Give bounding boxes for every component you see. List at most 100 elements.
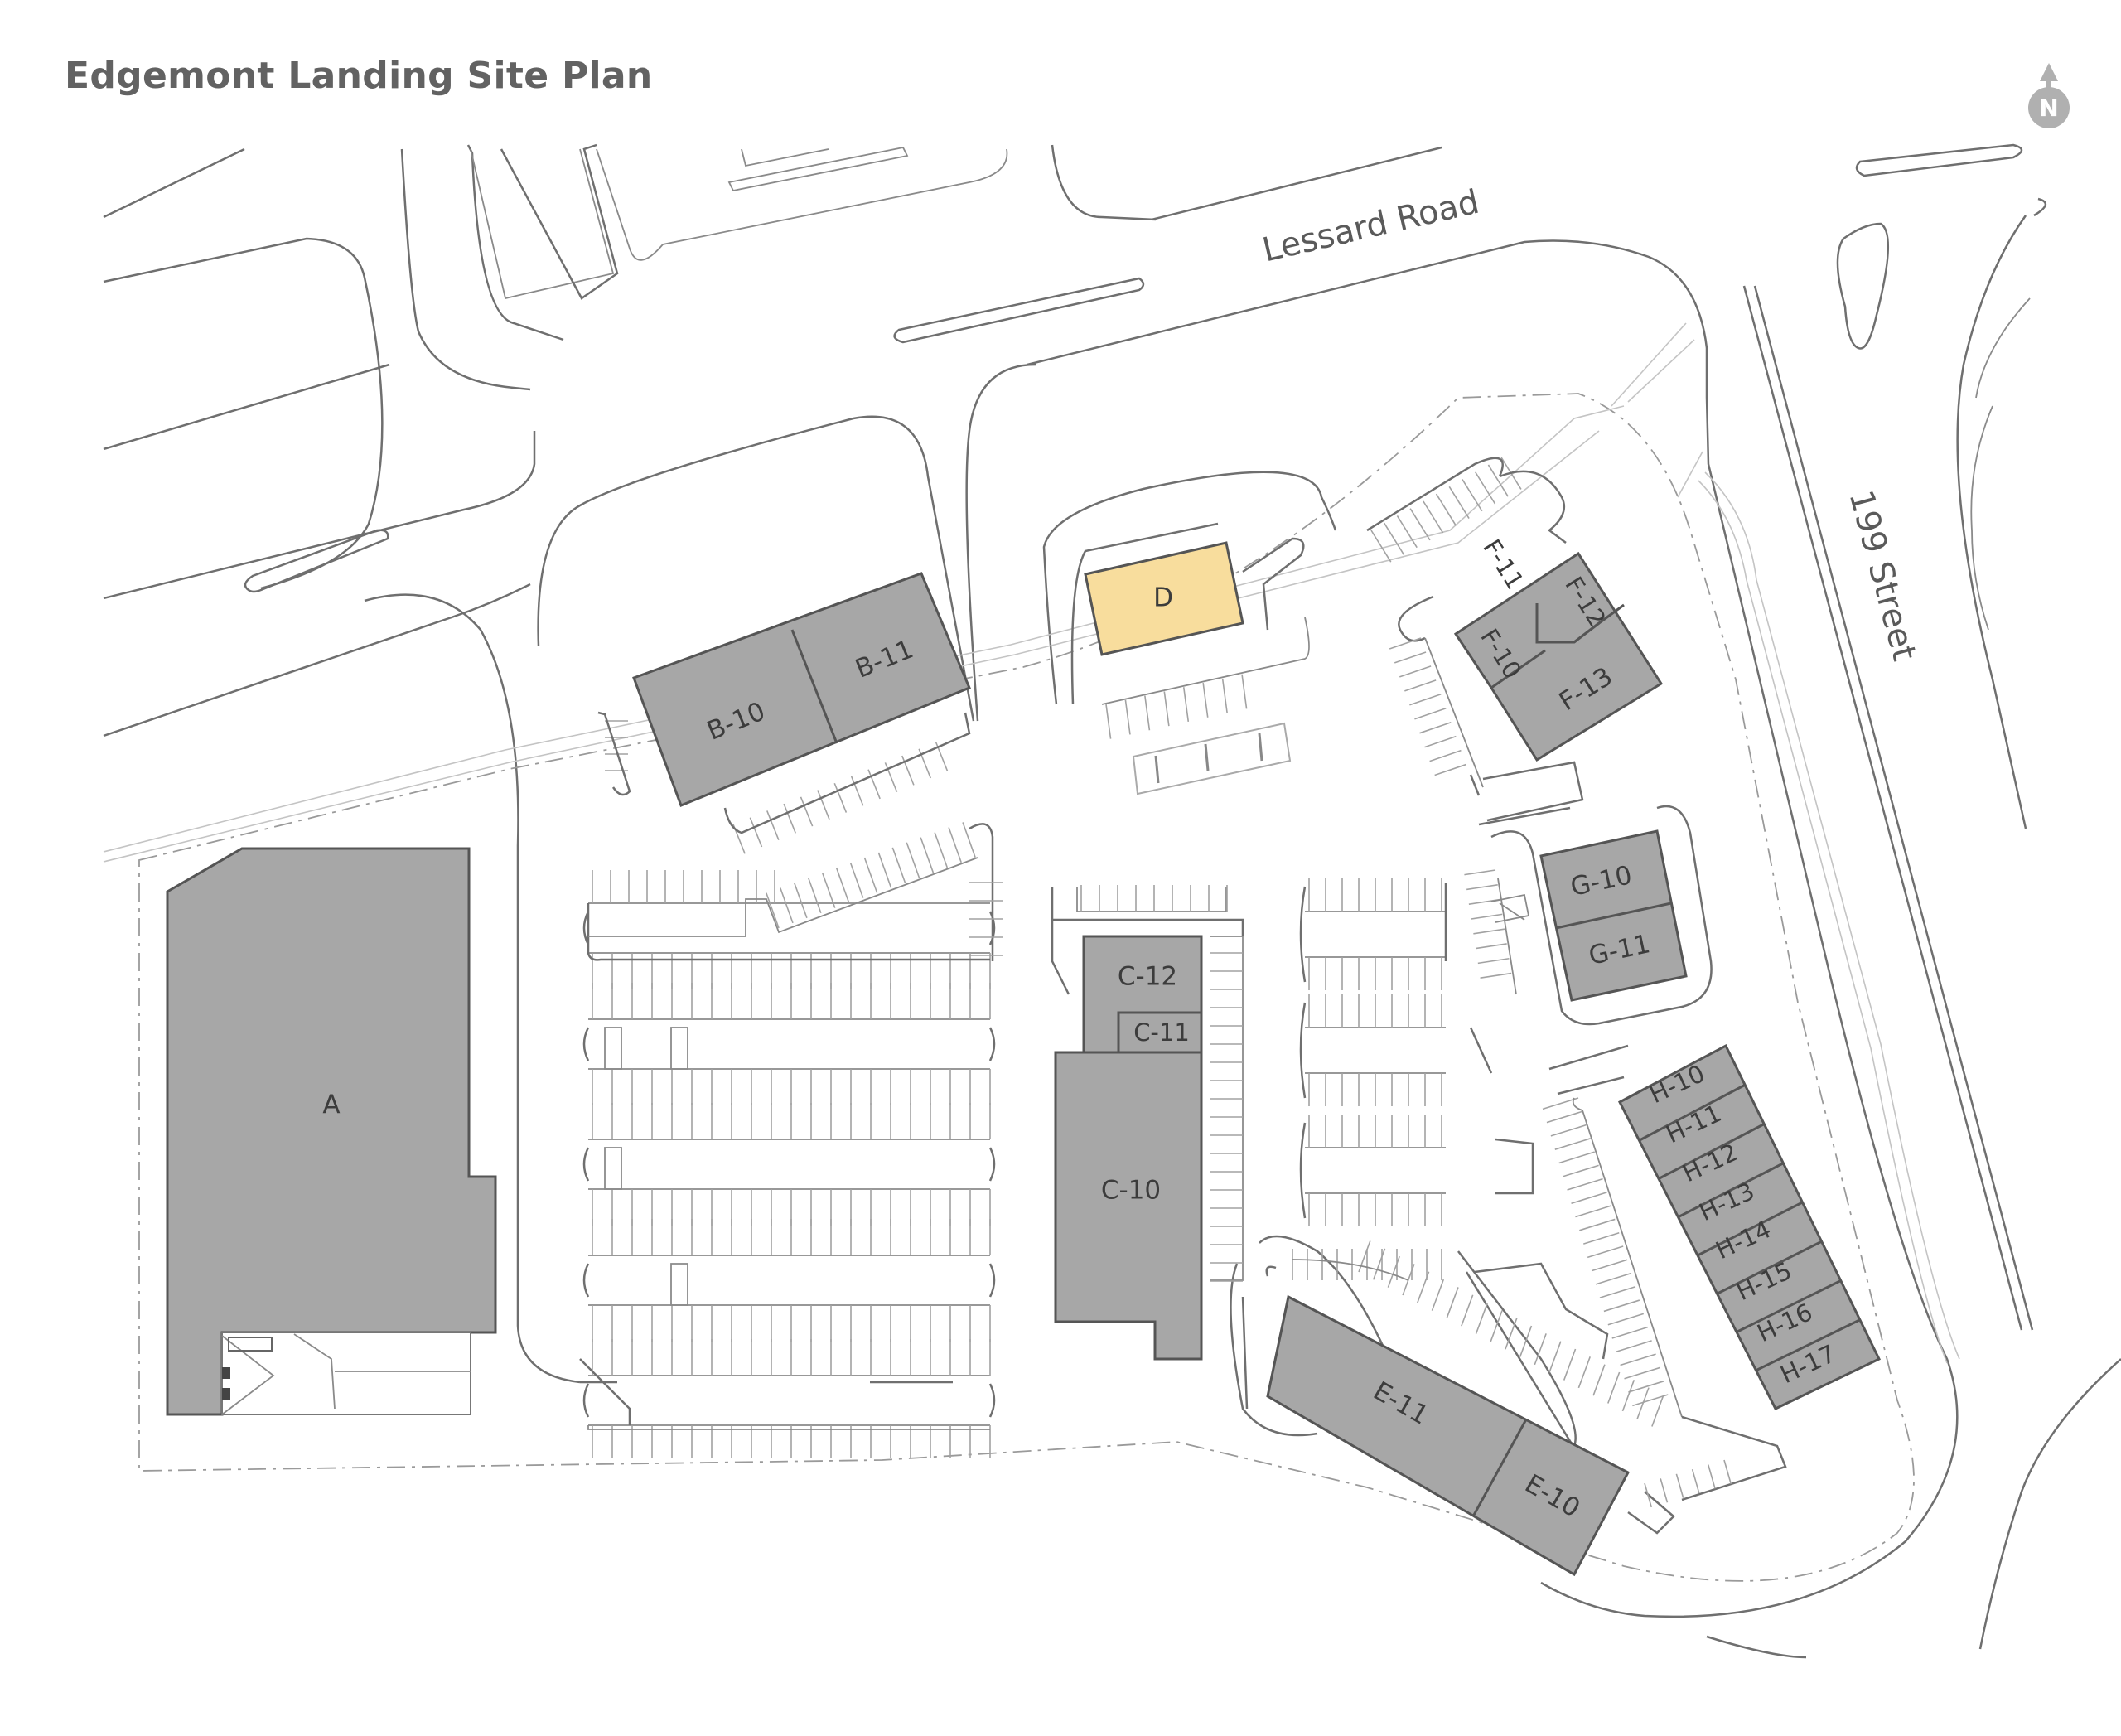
parking-stall-line — [1577, 1356, 1591, 1389]
parking-stall-line — [1423, 500, 1444, 534]
parking-stall-line — [1587, 1245, 1624, 1259]
parking-stall-line — [1409, 694, 1442, 706]
parking-stall-line — [1490, 1310, 1503, 1342]
parking-stall-line — [849, 862, 864, 898]
parking-stall-line — [821, 873, 836, 908]
building-c[interactable] — [1054, 935, 1203, 1361]
parking-stall-line — [1221, 678, 1228, 713]
parking-stall-line — [1558, 1151, 1595, 1164]
parking-stall-line — [1471, 913, 1503, 920]
parking-stall-line — [1632, 1394, 1669, 1407]
curb-line — [1076, 887, 1227, 912]
parking-stall-line — [1389, 637, 1422, 650]
parking-stall-line — [1384, 522, 1405, 555]
parking-stall-line — [920, 837, 935, 873]
parking-stall-line — [766, 810, 780, 840]
unit-label-c-12: C-12 — [1118, 962, 1177, 992]
curb-line — [1557, 1076, 1625, 1095]
parking-stall-line — [1616, 1340, 1652, 1353]
parking-stall-line — [1628, 1380, 1664, 1393]
parking-stall-line — [1675, 1473, 1684, 1498]
parking-stall-line — [1595, 1272, 1632, 1285]
parking-stall-line — [1542, 1097, 1579, 1110]
curb-line — [1292, 1259, 1409, 1281]
unit-divider — [1638, 1083, 1746, 1142]
curb-line — [1299, 1002, 1307, 1099]
curb-line — [588, 857, 978, 937]
buildings: A B-10 B-11 D C-12 C-11 C-10 E-11 E-10 — [166, 534, 1882, 1577]
plaza — [1132, 722, 1292, 795]
curb-line — [1051, 920, 1070, 995]
unit-divider — [1677, 1162, 1785, 1219]
curb-line — [588, 1139, 990, 1190]
unit-divider — [1736, 1279, 1842, 1333]
parking-stall-line — [1414, 708, 1447, 720]
building-h[interactable] — [1617, 1043, 1882, 1410]
parking-stall-line — [833, 782, 848, 813]
curb-line — [670, 1027, 688, 1070]
building-d[interactable] — [1084, 541, 1244, 656]
parking-stall-line — [1434, 763, 1466, 776]
curb-line — [1305, 1147, 1446, 1194]
parking-stall-line — [1475, 1302, 1489, 1334]
parking-stall-line — [1607, 1313, 1645, 1326]
parking-stall-line — [1579, 1218, 1616, 1231]
parking-stall-line — [1241, 674, 1248, 709]
parking-stall-line — [1464, 869, 1496, 876]
curb-line — [1490, 893, 1530, 923]
north-arrow-icon: N — [2028, 63, 2070, 128]
curb-line — [1478, 806, 1571, 826]
curb-line — [988, 1383, 996, 1418]
unit-label-c-10: C-10 — [1101, 1176, 1161, 1206]
curb-line — [588, 1018, 990, 1070]
curb-line — [1490, 805, 1713, 1026]
curb-line — [1305, 911, 1446, 958]
unit-label-a: A — [322, 1090, 340, 1120]
curb-line — [1242, 537, 1305, 631]
parking-stall-line — [901, 755, 915, 786]
parking-stall-line — [749, 817, 763, 848]
parking-stall-line — [1417, 1271, 1430, 1303]
parking-stall-line — [835, 867, 850, 903]
curb-line — [588, 1375, 990, 1426]
parking-stall-line — [1607, 1371, 1621, 1404]
curb-line — [1469, 774, 1481, 796]
parking-stall-line — [1396, 515, 1418, 549]
parking-stall-line — [850, 776, 864, 806]
parking-stall-line — [867, 769, 881, 800]
unit-label-d: D — [1153, 583, 1173, 613]
parking-stall-line — [1429, 749, 1462, 762]
unit-divider — [1755, 1318, 1861, 1372]
parking-stall-line — [766, 892, 780, 929]
building-b[interactable] — [632, 572, 971, 807]
curb-line — [1070, 522, 1219, 705]
parking-stall-line — [1591, 1259, 1628, 1272]
parking-stall-line — [1480, 972, 1512, 979]
building-f[interactable] — [1453, 551, 1664, 762]
parking-stall-line — [906, 842, 920, 878]
parking-stall-line — [1505, 1318, 1518, 1350]
curb-line — [988, 911, 996, 945]
parking-stall-line — [1144, 695, 1151, 731]
building-a[interactable] — [166, 847, 497, 1416]
parking-stall-line — [1446, 1287, 1459, 1319]
parking-stall-line — [1370, 530, 1392, 563]
parking-stall-line — [1424, 735, 1457, 748]
curb-line — [1398, 595, 1434, 642]
parking-stall-line — [1419, 721, 1452, 734]
curb-line — [1681, 1415, 1787, 1501]
building-e[interactable] — [1266, 1294, 1631, 1577]
street-label-199-street: 199 Street — [1841, 486, 1923, 665]
curb-line — [597, 711, 631, 796]
parking-stall-line — [1611, 1326, 1648, 1339]
curb-line — [1366, 457, 1504, 532]
page-title: Edgemont Landing Site Plan — [65, 55, 653, 97]
curb-line — [1572, 1097, 1683, 1418]
curb-line — [1101, 617, 1310, 705]
parking-stall-line — [934, 832, 949, 868]
parking-stall-line — [1636, 1387, 1650, 1419]
unit-divider — [1697, 1201, 1804, 1257]
parking-stall-line — [1620, 1353, 1656, 1366]
parking-stall-line — [1575, 1205, 1611, 1218]
